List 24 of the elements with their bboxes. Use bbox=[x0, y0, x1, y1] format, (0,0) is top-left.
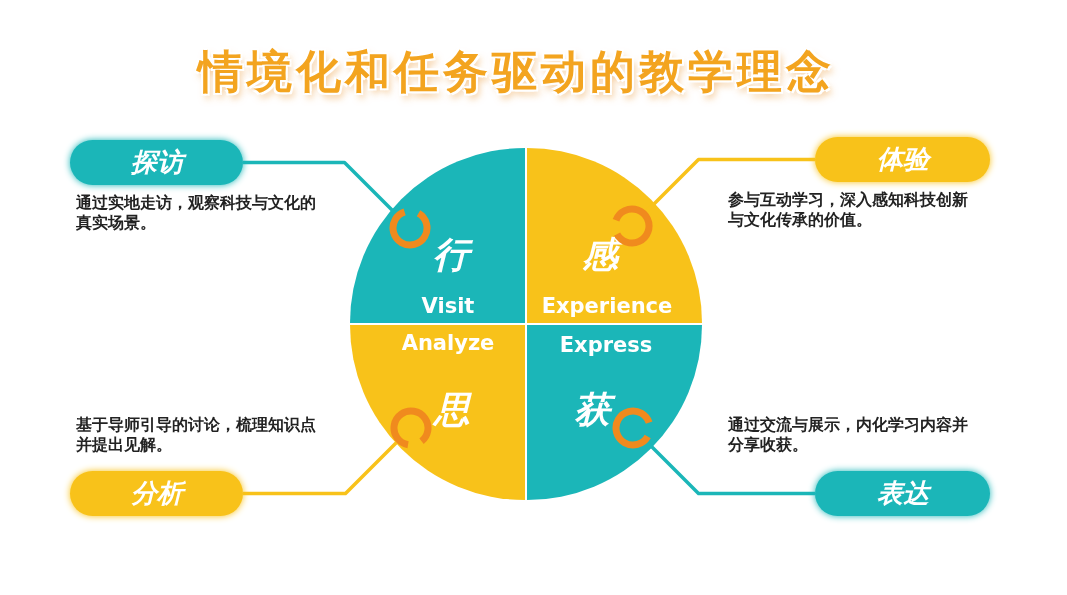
tag-text: 表达 bbox=[870, 478, 935, 509]
circle-quadrant bbox=[527, 325, 702, 500]
large-character: 行 bbox=[425, 232, 477, 278]
english-word: Visit bbox=[420, 293, 476, 319]
ring-icon bbox=[390, 407, 432, 449]
tag-text: 体验 bbox=[870, 144, 935, 175]
tag-text: 分析 bbox=[124, 478, 189, 509]
ring-icon bbox=[389, 207, 431, 249]
english-word: Experience bbox=[540, 293, 674, 319]
description-text: 通过实地走访，观察科技与文化的真实场景。 bbox=[76, 193, 317, 233]
large-character: 获 bbox=[566, 387, 618, 433]
english-word: Analyze bbox=[400, 330, 496, 356]
title: 情境化和任务驱动的教学理念 bbox=[197, 44, 835, 100]
large-character: 感 bbox=[574, 232, 626, 278]
circle-quadrant bbox=[527, 148, 702, 323]
tag-text: 探访 bbox=[124, 147, 189, 178]
english-word: Express bbox=[558, 332, 654, 358]
description-text: 参与互动学习，深入感知科技创新与文化传承的价值。 bbox=[728, 190, 969, 230]
circle-quadrant bbox=[350, 148, 525, 323]
description-text: 通过交流与展示，内化学习内容并分享收获。 bbox=[728, 415, 969, 455]
large-character: 思 bbox=[431, 388, 473, 433]
description-text: 基于导师引导的讨论，梳理知识点并提出见解。 bbox=[76, 415, 317, 455]
leader-line bbox=[243, 441, 398, 496]
circle-quadrant bbox=[350, 325, 525, 500]
